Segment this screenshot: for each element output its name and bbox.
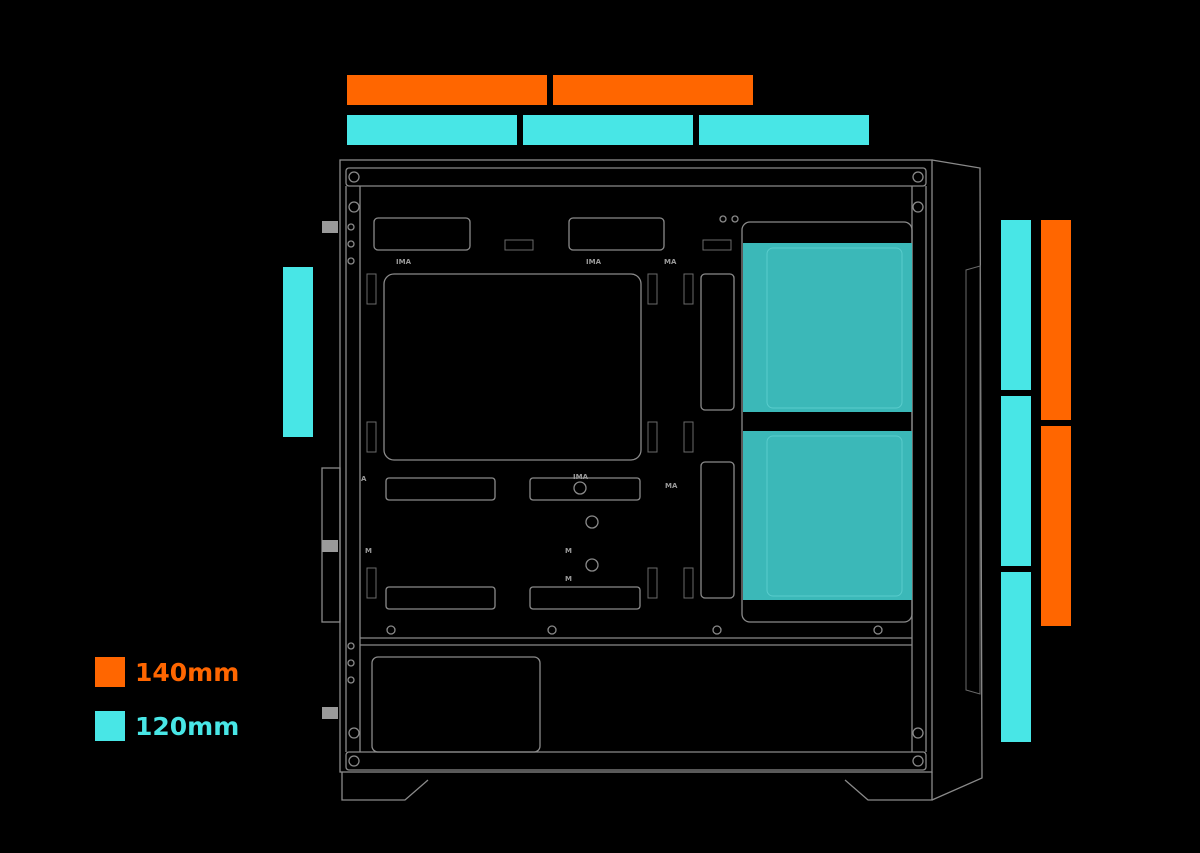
front-foot xyxy=(844,772,933,801)
rear-foot xyxy=(341,772,429,801)
top-rail xyxy=(345,167,927,187)
front-panel xyxy=(931,159,983,801)
top-120mm-fan-slot-3 xyxy=(699,115,869,145)
standoff-mark: M xyxy=(365,547,372,555)
front-120mm-fan-slot-1 xyxy=(1001,220,1031,390)
rear-120mm-fan-slot xyxy=(283,267,313,437)
standoff-mark: IMA xyxy=(586,258,602,266)
top-120mm-fan-slot-2 xyxy=(523,115,693,145)
front-120mm-fan-slot-3 xyxy=(1001,572,1031,742)
top-140mm-fan-slot-1 xyxy=(347,75,547,105)
bottom-rail xyxy=(345,751,927,771)
installed-front-fan-2 xyxy=(743,431,912,600)
standoff-mark: MA xyxy=(665,482,678,490)
installed-front-fan-1 xyxy=(743,243,912,412)
case-outline xyxy=(339,159,933,773)
legend-swatch-120mm xyxy=(95,711,125,741)
top-120mm-fan-slot-1 xyxy=(347,115,517,145)
legend-label-120mm: 120mm xyxy=(135,711,240,741)
front-140mm-fan-slot-2 xyxy=(1041,426,1071,626)
standoff-mark: A xyxy=(361,475,367,483)
psu-opening xyxy=(371,656,541,753)
legend-140mm: 140mm xyxy=(95,657,239,687)
standoff-mark: IMA xyxy=(396,258,412,266)
standoff-mark: M xyxy=(565,575,572,583)
top-140mm-fan-slot-2 xyxy=(553,75,753,105)
front-120mm-fan-slot-2 xyxy=(1001,396,1031,566)
cpu-cutout xyxy=(383,273,642,461)
standoff-mark: MA xyxy=(664,258,677,266)
standoff-mark: IMA xyxy=(573,473,589,481)
legend-label-140mm: 140mm xyxy=(135,657,240,687)
legend-swatch-140mm xyxy=(95,657,125,687)
front-140mm-fan-slot-1 xyxy=(1041,220,1071,420)
front-bay xyxy=(741,221,913,623)
legend-120mm: 120mm xyxy=(95,711,239,741)
standoff-mark: M xyxy=(565,547,572,555)
